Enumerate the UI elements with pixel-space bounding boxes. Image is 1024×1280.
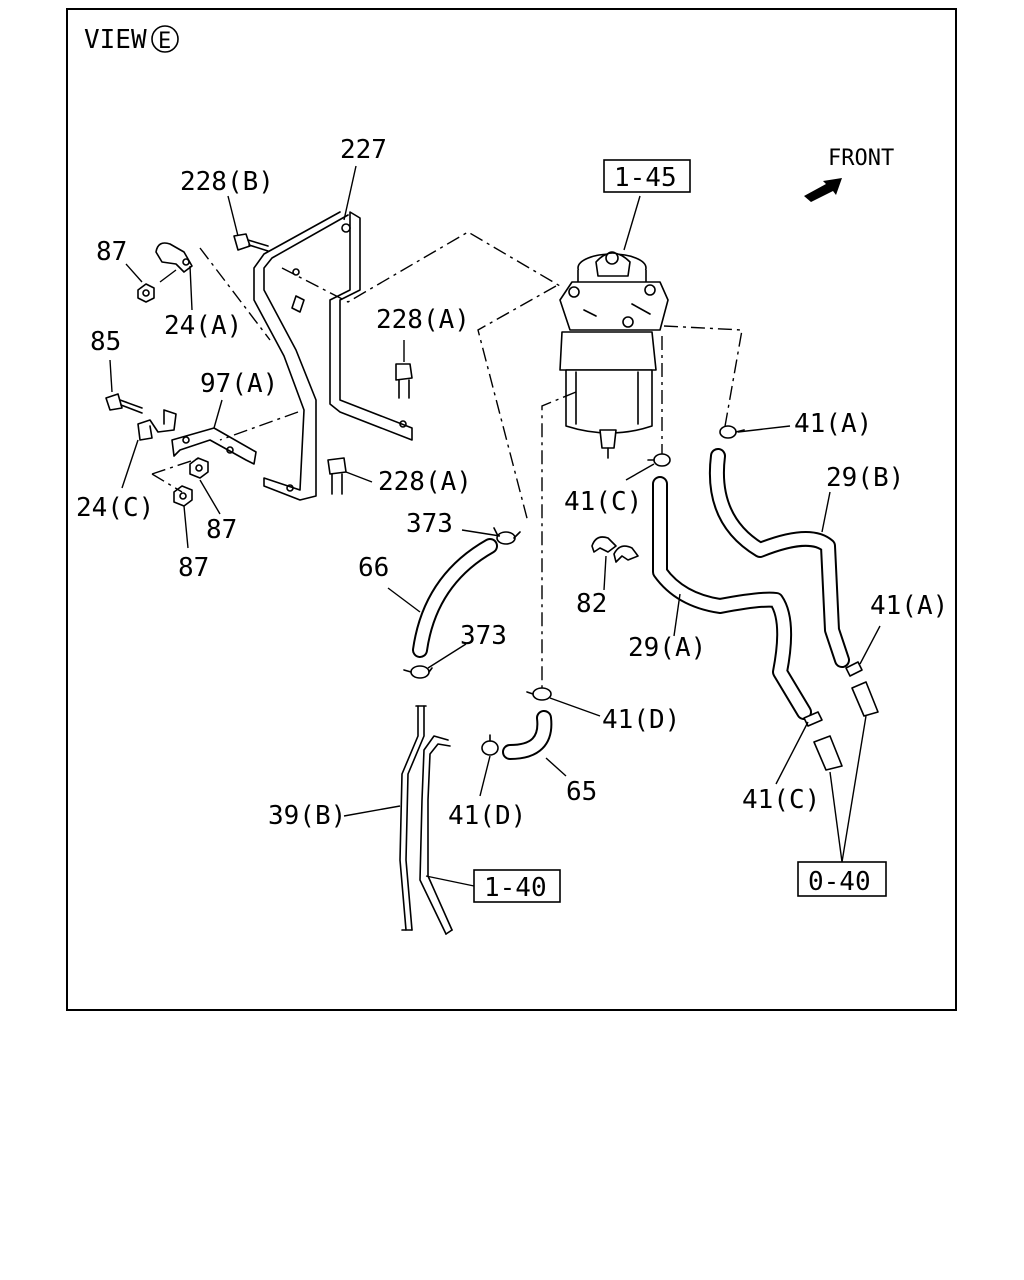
clamp-41d-right bbox=[526, 687, 552, 701]
nut-87-bottom bbox=[173, 485, 193, 507]
clamp-373-upper bbox=[493, 527, 521, 545]
label-97a: 97(A) bbox=[200, 369, 278, 399]
ref-1-45: 1-45 bbox=[614, 163, 677, 193]
bolt-228b bbox=[233, 233, 269, 252]
view-letter: E bbox=[158, 29, 171, 54]
label-41c-upper: 41(C) bbox=[564, 487, 642, 517]
diagram-frame bbox=[66, 8, 957, 1011]
nut-87-top bbox=[137, 283, 155, 303]
tank-connector-left bbox=[813, 735, 843, 771]
label-41c-lower: 41(C) bbox=[742, 785, 820, 815]
label-39b: 39(B) bbox=[268, 801, 346, 831]
label-65: 65 bbox=[566, 777, 597, 807]
label-87-mid: 87 bbox=[206, 515, 237, 545]
view-title: VIEW E bbox=[84, 25, 179, 55]
bolt-85 bbox=[105, 393, 143, 414]
clamp-41a-upper bbox=[719, 425, 745, 439]
label-41a-lower: 41(A) bbox=[870, 591, 948, 621]
ref-box-filter: 1-45 bbox=[603, 159, 691, 193]
label-29a: 29(A) bbox=[628, 633, 706, 663]
bolt-228a-lower bbox=[327, 457, 347, 495]
label-41d-right: 41(D) bbox=[602, 705, 680, 735]
clip-pair-82 bbox=[591, 536, 639, 563]
label-87-top: 87 bbox=[96, 237, 127, 267]
label-41a-upper: 41(A) bbox=[794, 409, 872, 439]
clamp-41a-lower bbox=[845, 661, 863, 677]
bolt-228a-upper bbox=[395, 363, 413, 399]
label-87-bottom: 87 bbox=[178, 553, 209, 583]
ref-box-tank: 0-40 bbox=[797, 861, 887, 897]
front-arrow-icon bbox=[804, 178, 842, 202]
label-228b: 228(B) bbox=[180, 167, 274, 197]
pipe-39b bbox=[399, 705, 453, 935]
label-228a-lower: 228(A) bbox=[378, 467, 472, 497]
clamp-41d-left bbox=[481, 734, 499, 756]
tank-connector-right bbox=[851, 681, 879, 717]
label-66: 66 bbox=[358, 553, 389, 583]
mounting-bracket-227 bbox=[253, 211, 413, 501]
label-228a-upper: 228(A) bbox=[376, 305, 470, 335]
hose-29b bbox=[709, 448, 850, 668]
front-label: FRONT bbox=[828, 146, 894, 171]
ref-box-fuel-line: 1-40 bbox=[473, 869, 561, 903]
ref-0-40: 0-40 bbox=[808, 867, 871, 897]
label-24a: 24(A) bbox=[164, 311, 242, 341]
clip-24a bbox=[155, 242, 193, 273]
clamp-373-lower bbox=[403, 665, 433, 679]
ref-1-40: 1-40 bbox=[484, 873, 547, 903]
fuel-filter-icon bbox=[559, 251, 669, 459]
circle-letter-icon bbox=[151, 25, 179, 53]
label-29b: 29(B) bbox=[826, 463, 904, 493]
hose-65 bbox=[502, 710, 553, 760]
front-indicator: FRONT bbox=[804, 146, 894, 202]
clamp-41c-upper bbox=[647, 453, 671, 467]
label-373-upper: 373 bbox=[406, 509, 453, 539]
label-227: 227 bbox=[340, 135, 387, 165]
label-85: 85 bbox=[90, 327, 121, 357]
nut-87-mid bbox=[189, 457, 209, 479]
bracket-97a bbox=[171, 427, 257, 465]
label-82: 82 bbox=[576, 589, 607, 619]
clip-24c bbox=[137, 409, 177, 441]
label-373-lower: 373 bbox=[460, 621, 507, 651]
view-prefix: VIEW bbox=[84, 25, 147, 55]
label-41d-left: 41(D) bbox=[448, 801, 526, 831]
hose-29a bbox=[652, 476, 812, 720]
label-24c: 24(C) bbox=[76, 493, 154, 523]
leader-lines bbox=[109, 165, 881, 887]
hose-66 bbox=[412, 538, 498, 658]
